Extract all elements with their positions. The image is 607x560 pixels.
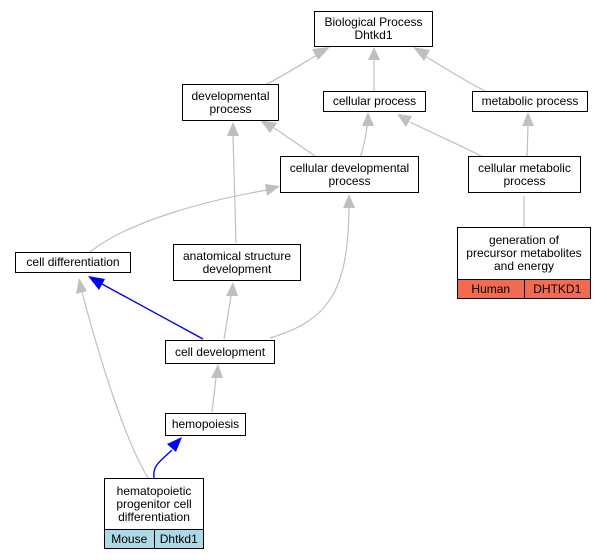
node-label: hemopoiesis <box>171 417 240 431</box>
edge-celldev-to-cellular <box>359 125 368 159</box>
node-generation-of-precursor-metabolites[interactable]: generation of precursor metabolites and … <box>457 227 591 299</box>
node-developmental-process[interactable]: developmental process <box>182 84 279 121</box>
node-label: cellular metabolic process <box>478 160 571 188</box>
species-cell-mouse: Mouse <box>105 530 154 548</box>
edge-hematopoietic-to-hemopoiesis-blue <box>153 449 173 479</box>
node-metabolic-process[interactable]: metabolic process <box>472 91 588 112</box>
arrowhead <box>265 184 280 196</box>
arrowhead <box>397 114 412 127</box>
node-label: hematopoietic progenitor cell differenti… <box>116 483 192 524</box>
node-label: cellular process <box>332 94 417 108</box>
node-label: developmental process <box>191 88 270 116</box>
arrowhead <box>227 122 239 136</box>
arrowhead <box>343 194 355 208</box>
edge-metabolic-to-root <box>424 55 486 92</box>
node-cellular-developmental-process[interactable]: cellular developmental process <box>280 156 419 193</box>
node-hemopoiesis[interactable]: hemopoiesis <box>165 413 246 436</box>
edge-hemopoiesis-to-celldevelopment <box>211 377 217 413</box>
arrowhead <box>88 276 105 290</box>
annotation-row: Human DHTKD1 <box>458 279 590 298</box>
edge-anatomical-to-developmental <box>232 135 237 244</box>
species-cell-human: Human <box>458 280 524 298</box>
node-label: Biological Process Dhtkd1 <box>324 15 423 42</box>
arrowhead <box>76 278 87 294</box>
gene-cell-dhtkd1: DHTKD1 <box>523 280 590 298</box>
node-label: generation of precursor metabolites and … <box>466 233 582 273</box>
node-label: cellular developmental process <box>289 160 410 188</box>
arrowhead <box>312 47 330 60</box>
arrowhead <box>226 282 238 296</box>
node-label: anatomical structure development <box>182 248 292 276</box>
node-anatomical-structure-development[interactable]: anatomical structure development <box>173 244 301 281</box>
arrowhead <box>362 112 374 126</box>
node-label: metabolic process <box>481 94 579 108</box>
node-cell-differentiation[interactable]: cell differentiation <box>15 252 131 273</box>
edge-developmental-to-root <box>264 54 318 86</box>
annotation-row: Mouse Dhtkd1 <box>105 529 203 548</box>
arrowhead <box>260 120 277 133</box>
node-label: cell differentiation <box>26 255 120 269</box>
arrowhead <box>167 437 182 452</box>
edge-celldevelopment-to-celldevproc <box>269 207 350 339</box>
edge-celldiff-to-celldevproc <box>89 189 268 253</box>
node-cellular-process[interactable]: cellular process <box>323 91 426 112</box>
node-cell-development[interactable]: cell development <box>165 340 275 364</box>
arrowhead <box>211 364 223 378</box>
node-hematopoietic-progenitor-cell-differentiation[interactable]: hematopoietic progenitor cell differenti… <box>104 478 204 549</box>
arrowhead <box>522 112 534 126</box>
edge-celldevelopment-to-celldiff-blue <box>101 283 204 340</box>
edge-cellmetabolic-to-metabolic <box>526 125 529 159</box>
arrowhead <box>368 47 380 60</box>
node-label: cell development <box>174 344 266 359</box>
edge-hematopoietic-to-celldiff <box>81 291 149 479</box>
gene-cell-dhtkd1: Dhtkd1 <box>153 530 203 548</box>
arrowhead <box>413 47 430 61</box>
edge-celldevelopment-to-anatomical <box>223 295 232 340</box>
edge-celldev-to-developmental <box>273 127 319 159</box>
node-biological-process-dhtkd1[interactable]: Biological Process Dhtkd1 <box>314 11 433 47</box>
node-cellular-metabolic-process[interactable]: cellular metabolic process <box>468 156 581 193</box>
edge-cellmetabolic-to-cellular <box>409 121 486 159</box>
